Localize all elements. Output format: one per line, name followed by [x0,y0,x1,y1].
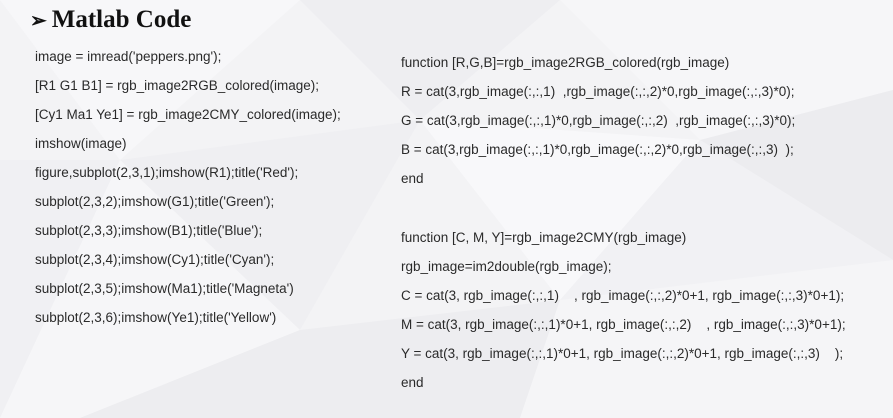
code-line: R = cat(3,rgb_image(:,:,1) ,rgb_image(:,… [401,84,795,99]
title-text: Matlab Code [51,6,192,33]
code-line: subplot(2,3,3);imshow(B1);title('Blue'); [35,223,263,238]
code-line: G = cat(3,rgb_image(:,:,1)*0,rgb_image(:… [401,113,796,128]
arrow-bullet-icon: ➢ [30,10,47,32]
code-line: subplot(2,3,4);imshow(Cy1);title('Cyan')… [35,252,275,267]
code-line: C = cat(3, rgb_image(:,:,1) , rgb_image(… [401,288,845,303]
code-line: [Cy1 Ma1 Ye1] = rgb_image2CMY_colored(im… [35,107,341,122]
main-script-code: image = imread('peppers.png'); [R1 G1 B1… [35,42,341,332]
code-line: M = cat(3, rgb_image(:,:,1)*0+1, rgb_ima… [401,317,846,332]
cmy-function-code: function [C, M, Y]=rgb_image2CMY(rgb_ima… [401,223,846,397]
slide-title: ➢Matlab Code [30,3,191,38]
code-line: rgb_image=im2double(rgb_image); [401,259,612,274]
code-line: imshow(image) [35,136,127,151]
code-line: function [R,G,B]=rgb_image2RGB_colored(r… [401,55,730,70]
code-line: figure,subplot(2,3,1);imshow(R1);title('… [35,165,299,180]
code-line: Y = cat(3, rgb_image(:,:,1)*0+1, rgb_ima… [401,346,844,361]
code-line: subplot(2,3,2);imshow(G1);title('Green')… [35,194,275,209]
code-line: end [401,375,424,390]
code-line: [R1 G1 B1] = rgb_image2RGB_colored(image… [35,78,320,93]
rgb-function-code: function [R,G,B]=rgb_image2RGB_colored(r… [401,48,795,193]
code-line: image = imread('peppers.png'); [35,49,222,64]
code-line: B = cat(3,rgb_image(:,:,1)*0,rgb_image(:… [401,142,794,157]
code-line: subplot(2,3,5);imshow(Ma1);title('Magnet… [35,281,294,296]
code-line: subplot(2,3,6);imshow(Ye1);title('Yellow… [35,310,277,325]
code-line: end [401,171,424,186]
code-line: function [C, M, Y]=rgb_image2CMY(rgb_ima… [401,230,687,245]
